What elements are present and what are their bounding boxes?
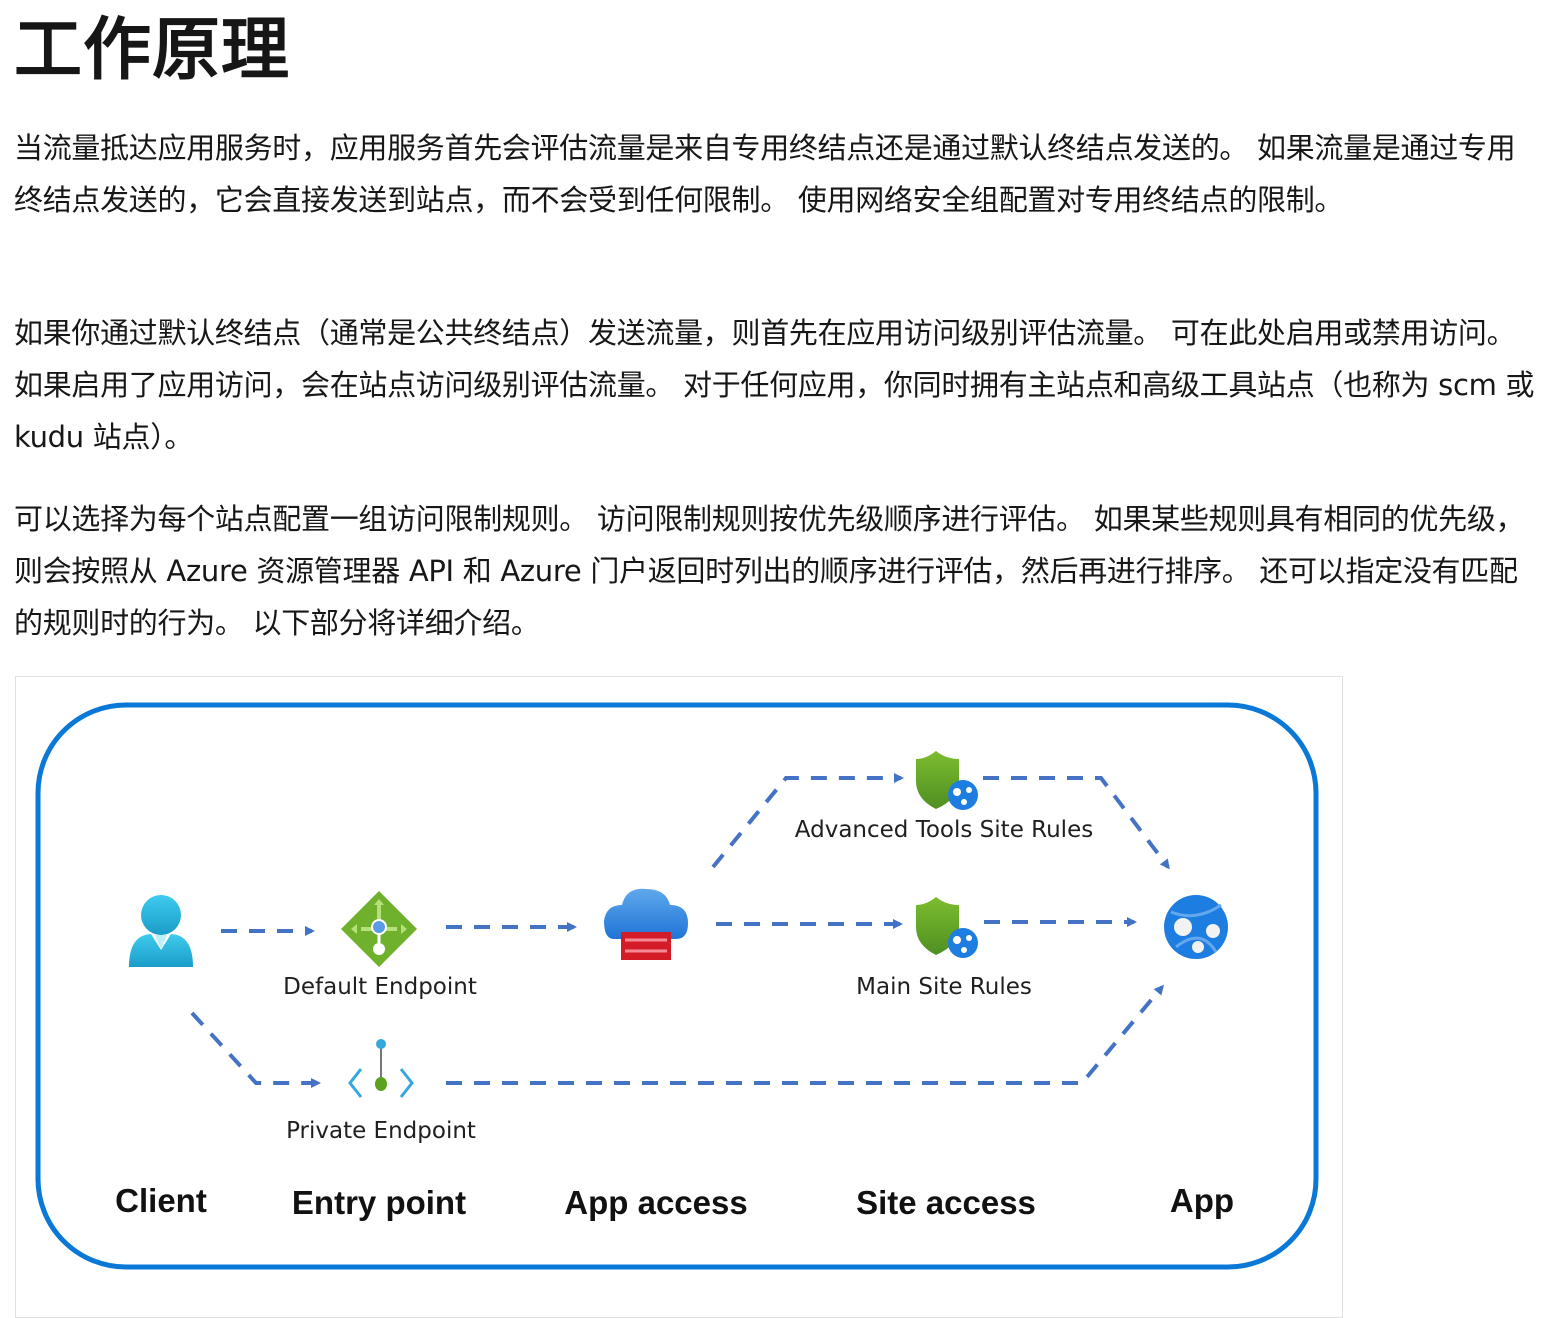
gateway-diamond-icon (341, 891, 417, 967)
main-site-rules-label: Main Site Rules (856, 974, 1032, 1000)
shield-globe-icon (916, 751, 978, 810)
paragraph-how-it-works-2: 如果你通过默认终结点（通常是公共终结点）发送流量，则首先在应用访问级别评估流量。… (14, 316, 1535, 454)
private-endpoint-icon (348, 1039, 414, 1098)
diagram-canvas: Default Endpoint Private Endpoint Advanc… (35, 702, 1319, 1270)
arrow-advanced-tools-to-app (983, 776, 1170, 870)
access-restrictions-diagram: Default Endpoint Private Endpoint Advanc… (15, 676, 1343, 1318)
arrow-client-to-private-endpoint (190, 1011, 321, 1088)
flow-arrows (190, 773, 1170, 1088)
stage-label-entry-point: Entry point (292, 1184, 466, 1221)
paragraph-how-it-works-3: 可以选择为每个站点配置一组访问限制规则。 访问限制规则按优先级顺序进行评估。 如… (14, 502, 1525, 640)
web-app-globe-icon (1164, 895, 1228, 959)
private-endpoint-label: Private Endpoint (286, 1118, 476, 1144)
arrow-app-access-to-advanced-tools (711, 773, 904, 869)
paragraph-how-it-works-1: 当流量抵达应用服务时，应用服务首先会评估流量是来自专用终结点还是通过默认终结点发… (14, 131, 1516, 217)
stage-label-client: Client (115, 1182, 207, 1219)
arrow-private-endpoint-to-app (446, 984, 1164, 1085)
shield-globe-icon (916, 897, 978, 958)
stage-label-app: App (1170, 1182, 1234, 1219)
stage-label-site-access: Site access (856, 1184, 1036, 1221)
page-title: 工作原理 (14, 11, 291, 90)
user-icon (129, 895, 193, 967)
default-endpoint-label: Default Endpoint (283, 974, 477, 1000)
stage-label-app-access: App access (564, 1184, 747, 1221)
cloud-firewall-icon (604, 888, 688, 960)
advanced-tools-site-rules-label: Advanced Tools Site Rules (795, 817, 1093, 843)
diagram-frame (35, 702, 1319, 1270)
